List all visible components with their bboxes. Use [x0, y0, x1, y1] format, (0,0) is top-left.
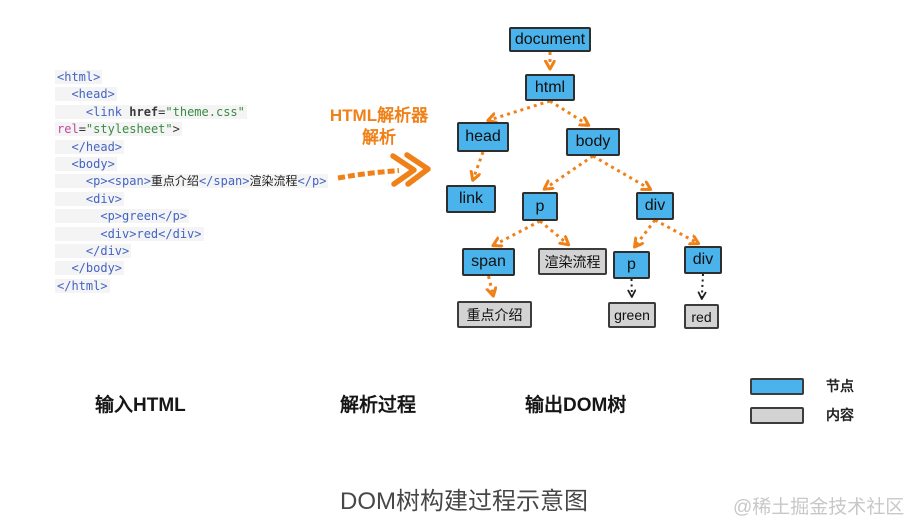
legend: 节点内容: [750, 376, 854, 434]
tree-node-div2: div: [684, 246, 722, 274]
parser-label-line1: HTML解析器: [329, 106, 429, 125]
legend-item-content: 内容: [750, 405, 854, 425]
tree-edge-div1-p2: [635, 219, 657, 247]
tree-node-p1: p: [522, 192, 558, 221]
stage-label-1: 解析过程: [340, 395, 417, 416]
html-source-code: <html> <head> <link href="theme.css" rel=…: [55, 69, 329, 295]
tree-node-div1: div: [636, 192, 674, 220]
legend-swatch-node: [750, 377, 804, 395]
tree-edge-html-body: [549, 99, 589, 125]
code-line: </div>: [55, 244, 132, 259]
legend-label-node: 节点: [826, 378, 854, 394]
legend-label-content: 内容: [826, 407, 854, 423]
tree-node-body: body: [566, 128, 620, 156]
tree-node-p2: p: [613, 251, 650, 279]
parse-arrow: [337, 152, 431, 187]
legend-swatch-content: [750, 406, 804, 424]
code-line: <body>: [55, 157, 117, 172]
tree-edge-p1-span: [493, 219, 541, 246]
tree-node-document: document: [509, 27, 591, 52]
code-line: rel="stylesheet">: [55, 122, 182, 137]
code-line: </head>: [55, 139, 125, 154]
code-line: </body>: [55, 261, 125, 276]
tree-edge-div2-content-red: [697, 273, 707, 300]
tree-node-span: span: [462, 248, 515, 276]
tree-node-link: link: [446, 185, 496, 213]
tree-node-html: html: [525, 74, 575, 101]
watermark: @稀土掘金技术社区: [733, 497, 905, 518]
tree-edge-div1-div2: [654, 218, 699, 244]
tree-node-content-intro: 重点介绍: [457, 301, 532, 328]
tree-node-content-red: red: [684, 304, 719, 329]
tree-edge-body-p1: [544, 154, 594, 189]
parser-label-line2: 解析: [362, 128, 396, 147]
code-line: <link href="theme.css": [55, 104, 247, 119]
code-line: <div>red</div>: [55, 226, 204, 241]
code-line: <html>: [55, 70, 103, 84]
code-line: <p><span>重点介绍</span>渲染流程</p>: [55, 174, 329, 189]
legend-item-node: 节点: [750, 376, 854, 396]
tree-node-head: head: [457, 122, 509, 152]
tree-node-content-render: 渲染流程: [538, 248, 607, 275]
parser-label: HTML解析器 解析: [320, 105, 438, 149]
stage-label-2: 输出DOM树: [525, 395, 627, 416]
stage-label-0: 输入HTML: [95, 395, 186, 416]
tree-edge-html-head: [488, 99, 551, 121]
code-line: <div>: [55, 191, 125, 206]
code-line: <head>: [55, 87, 117, 102]
code-line: <p>green</p>: [55, 209, 190, 224]
code-line: </html>: [55, 278, 110, 293]
tree-edge-head-link: [473, 151, 485, 180]
tree-edge-span-content-intro: [489, 275, 494, 296]
diagram-title: DOM树构建过程示意图: [340, 488, 588, 515]
tree-node-content-green: green: [608, 302, 656, 328]
tree-edge-body-div1: [592, 154, 651, 189]
tree-edge-p1-content-render: [539, 219, 569, 245]
